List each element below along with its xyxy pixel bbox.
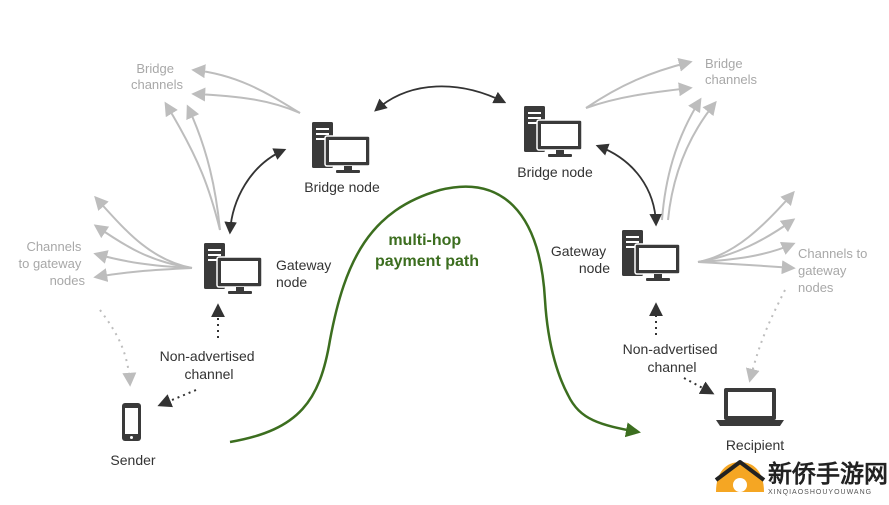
non-advertised-channel-left-down: [157, 389, 197, 408]
sender-dotted-left-arrow: [99, 309, 137, 387]
recipient-label: Recipient: [726, 437, 784, 453]
server-icon: [311, 121, 371, 174]
smartphone-icon: [122, 403, 141, 441]
sender-label: Sender: [110, 452, 155, 468]
gateway-node-left-label: Gateway node: [276, 257, 335, 290]
channels-to-gateway-left-label: Channels to gateway nodes: [19, 239, 86, 288]
server-icon: [523, 105, 583, 158]
gateway-to-bridge-left-arrow: [224, 148, 287, 235]
channels-to-gateway-right-label: Channels to gateway nodes: [798, 246, 871, 295]
watermark-subtitle: XINQIAOSHOUYOUWANG: [768, 489, 872, 496]
bridge-node-left-label: Bridge node: [304, 179, 380, 195]
multi-hop-payment-path: [229, 185, 641, 444]
bridge-channels-left-arrows: [164, 64, 301, 231]
gateway-channels-right-arrows: [697, 190, 796, 275]
recipient-dotted-right-arrow: [745, 289, 786, 383]
watermark-logo-icon: [714, 460, 766, 492]
bridge-channels-left-label: Bridge channels: [131, 61, 184, 92]
watermark-title: 新侨手游网: [768, 460, 888, 488]
payment-path-label: multi-hop payment path: [375, 232, 479, 270]
watermark: 新侨手游网 XINQIAOSHOUYOUWANG: [714, 460, 888, 496]
bridge-to-gateway-right-arrow: [595, 143, 662, 227]
bridge-node-right-label: Bridge node: [517, 164, 593, 180]
server-icon: [621, 229, 681, 282]
non-advertised-channel-right-label: Non-advertised channel: [623, 341, 722, 375]
non-advertised-channel-right-down: [683, 377, 715, 395]
bridge-channels-right-label: Bridge channels: [705, 56, 758, 87]
bridge-channels-right-arrows: [585, 57, 717, 221]
server-icon: [203, 242, 263, 295]
gateway-channels-left-arrows: [93, 195, 193, 282]
non-advertised-channel-left-label: Non-advertised channel: [160, 348, 259, 382]
bridge-to-bridge-arrow: [374, 85, 507, 112]
laptop-icon: [716, 388, 784, 426]
gateway-node-right-label: Gateway node: [551, 243, 610, 276]
